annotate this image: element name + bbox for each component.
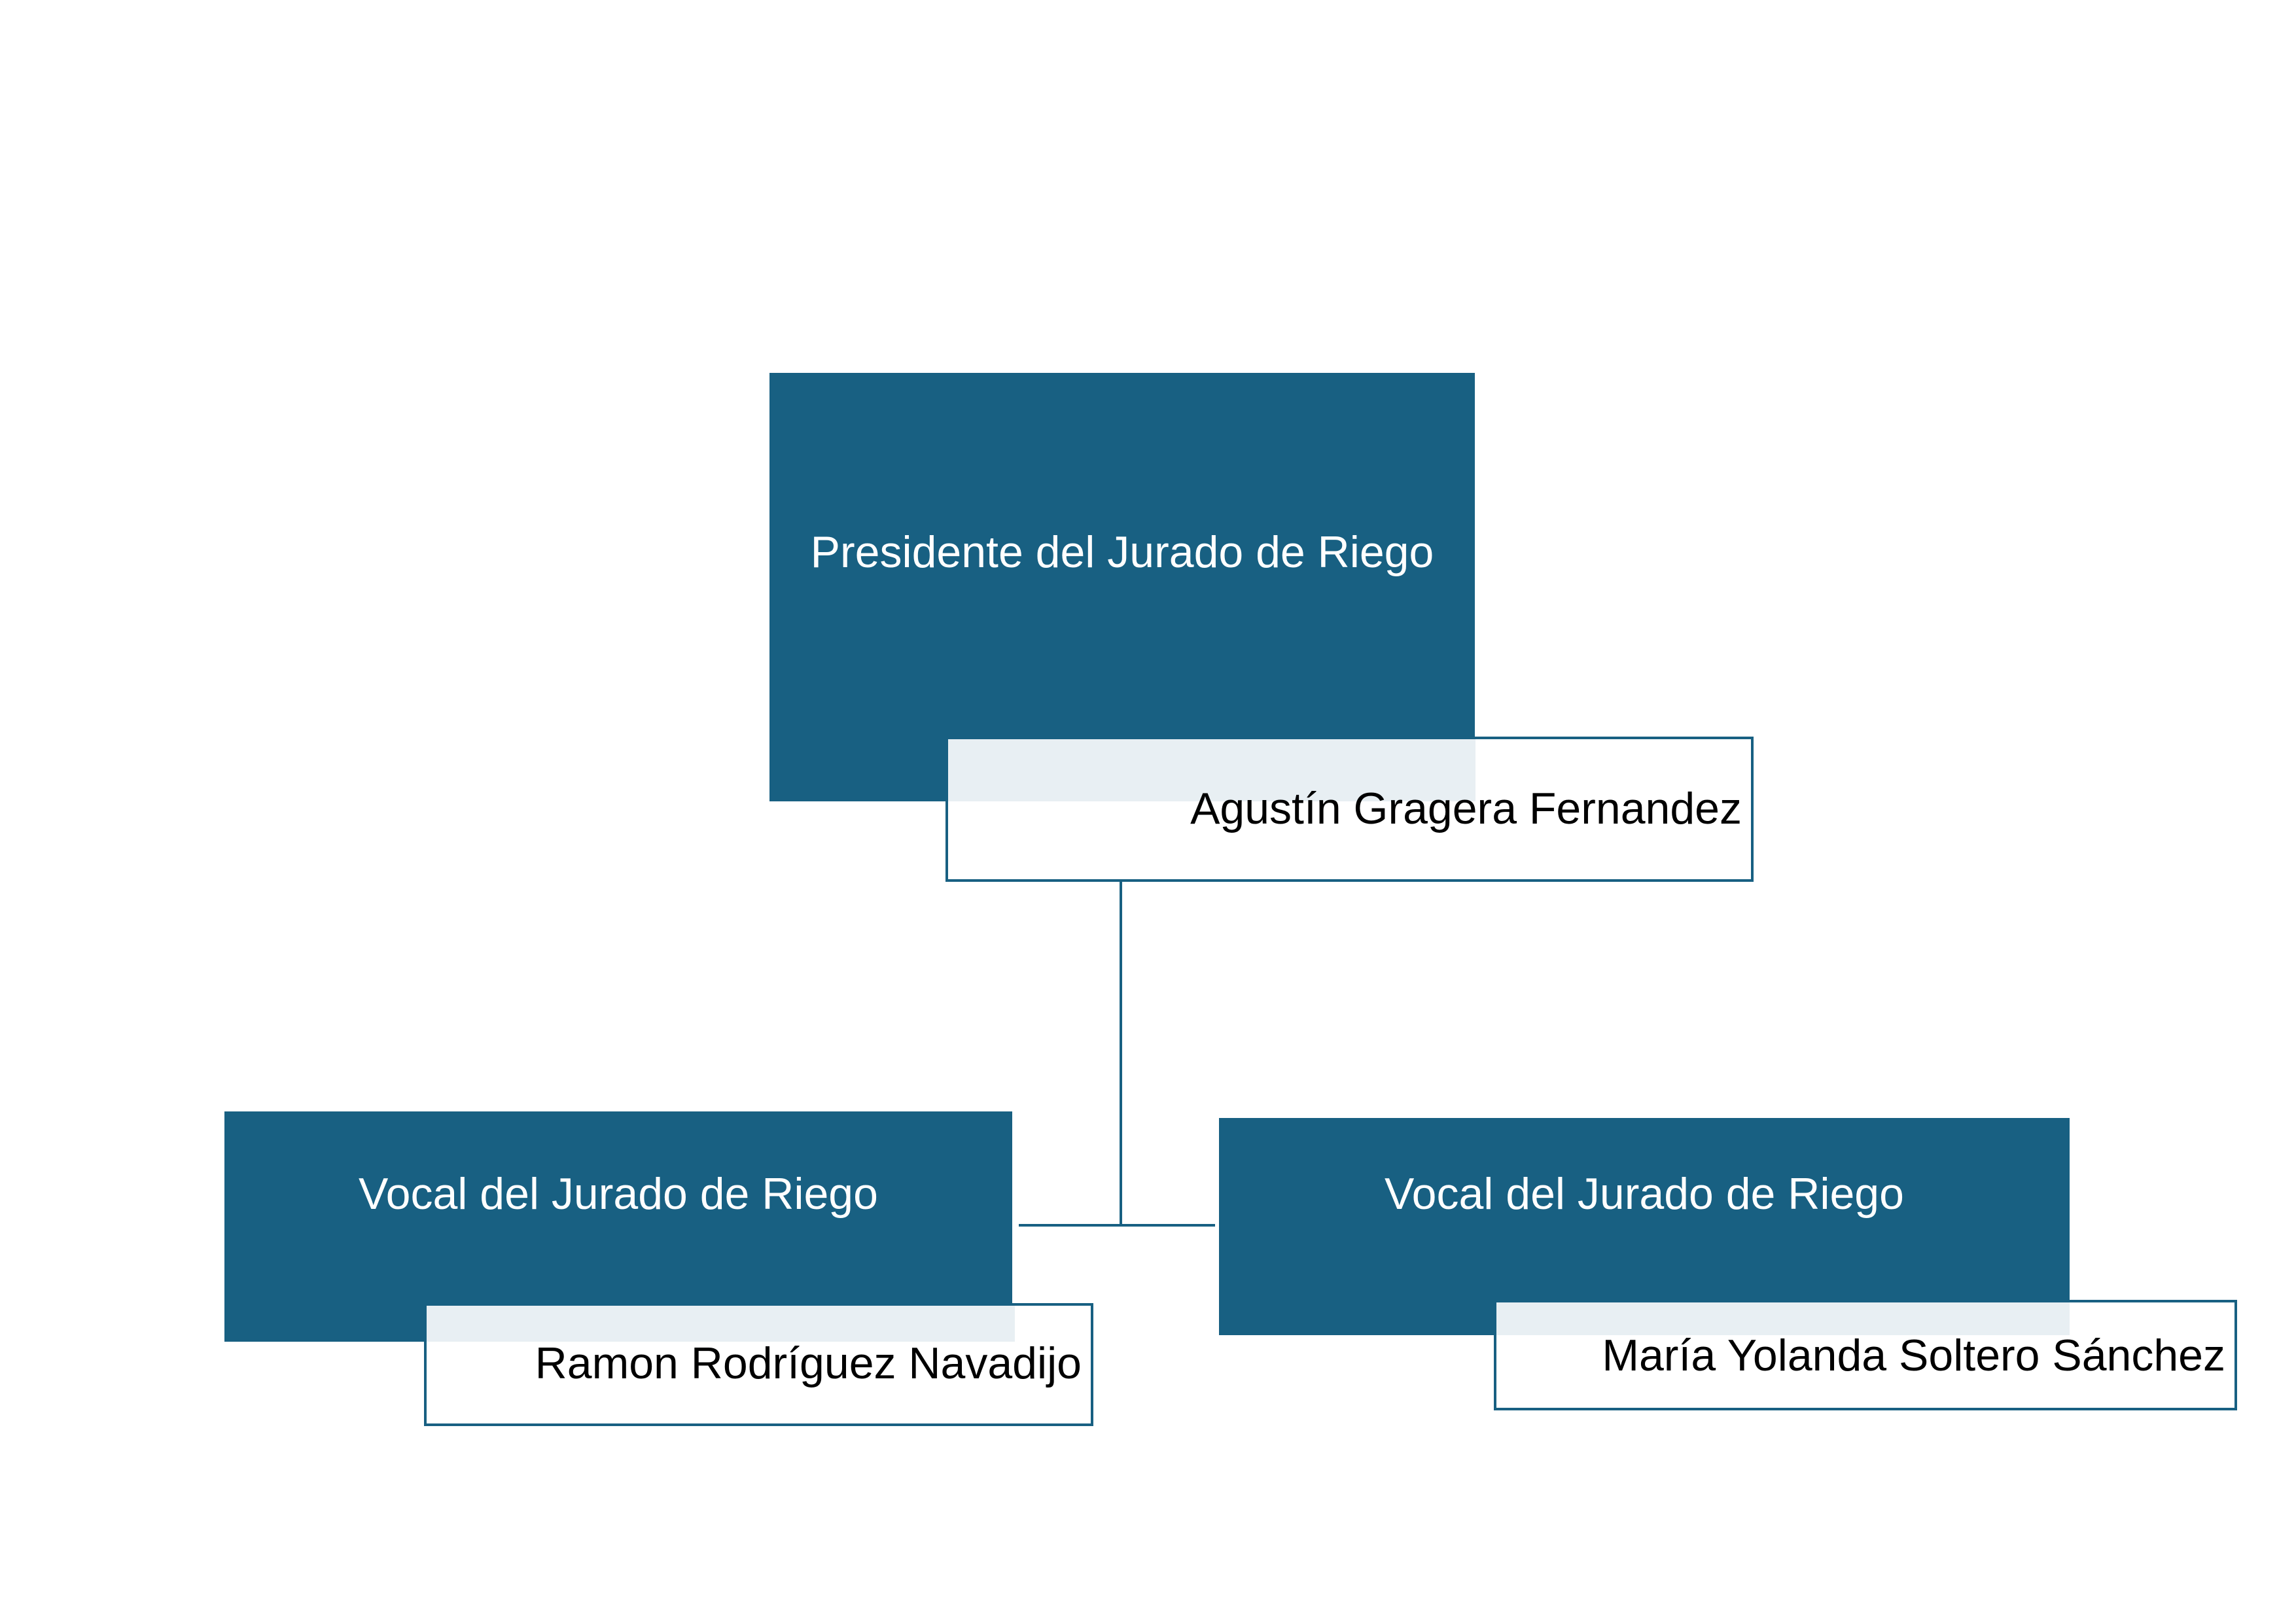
- president-name-label: Agustín Gragera Fernandez: [1190, 784, 1742, 833]
- vocal-left-name-label: Ramon Rodríguez Navadijo: [535, 1338, 1082, 1388]
- vocal-left-name-overlap: [427, 1306, 1015, 1342]
- vocal-left-role-label: Vocal del Jurado de Riego: [359, 1169, 878, 1219]
- president-name-overlap: [948, 739, 1475, 801]
- vocal-right-name-overlap: [1496, 1302, 2070, 1335]
- president-name-box: Agustín Gragera Fernandez: [945, 737, 1754, 882]
- president-role-label: Presidente del Jurado de Riego: [810, 527, 1434, 577]
- vocal-right-role-label: Vocal del Jurado de Riego: [1385, 1169, 1904, 1219]
- vocal-right-name-box: María Yolanda Soltero Sánchez: [1494, 1300, 2237, 1410]
- vocal-left-name-box: Ramon Rodríguez Navadijo: [424, 1303, 1093, 1426]
- president-role-box: Presidente del Jurado de Riego: [769, 373, 1475, 801]
- vocal-right-name-label: María Yolanda Soltero Sánchez: [1602, 1331, 2225, 1380]
- vocal-right-role-box: Vocal del Jurado de Riego: [1219, 1118, 2070, 1335]
